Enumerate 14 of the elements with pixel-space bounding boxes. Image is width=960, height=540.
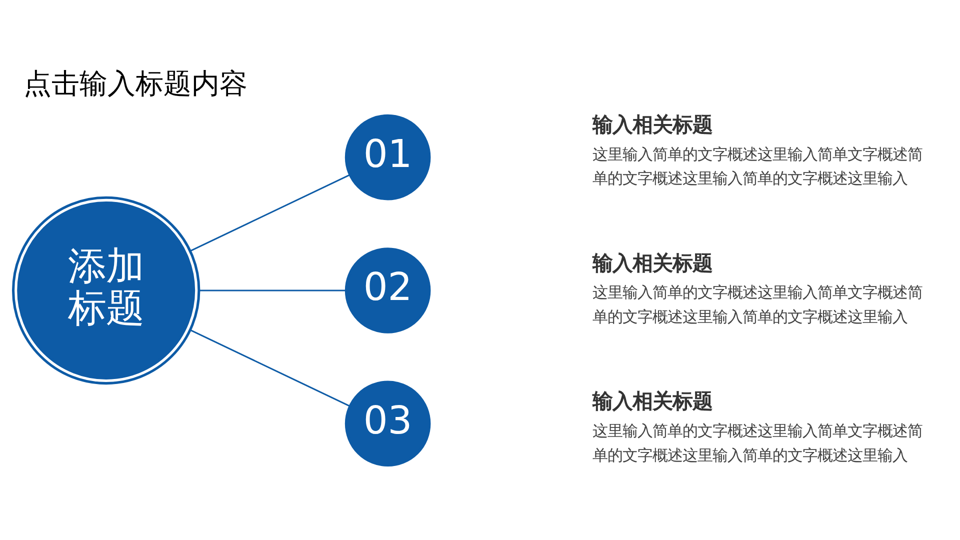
diagram-title: 点击输入标题内容 — [24, 66, 248, 100]
node-label: 输入相关标题 — [592, 389, 713, 414]
node-circle: 02 — [344, 248, 431, 334]
connector — [199, 290, 346, 292]
node-label: 这里输入简单的文字概述这里输入简单文字概述简单的文字概述这里输入简单的文字概述这里输入 — [592, 422, 923, 464]
node-circle: 03 — [344, 380, 431, 467]
node-label: 输入相关标题 — [592, 250, 713, 275]
node-circle: 01 — [344, 114, 431, 200]
connector — [190, 174, 350, 252]
connector — [190, 329, 350, 407]
node-label: 输入相关标题 — [592, 112, 713, 136]
node-circle: 添加标题 — [12, 196, 200, 385]
node-label: 这里输入简单的文字概述这里输入简单文字概述简单的文字概述这里输入简单的文字概述这里输入 — [592, 284, 923, 326]
node-label: 这里输入简单的文字概述这里输入简单文字概述简单的文字概述这里输入简单的文字概述这里输入 — [592, 145, 923, 188]
